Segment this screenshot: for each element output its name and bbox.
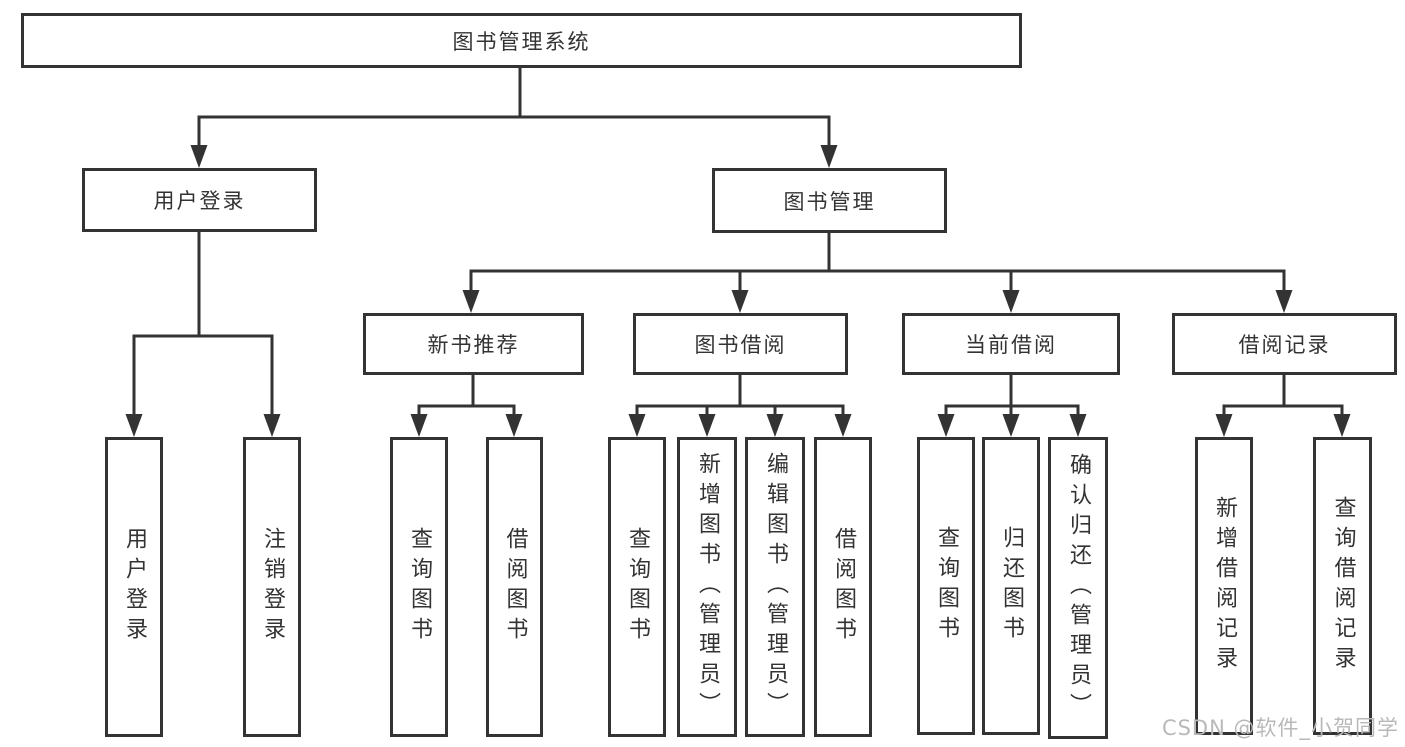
leaf-return-books: 归还图书 [982,437,1040,735]
leaf-borrow-books-recommend: 借阅图书 [486,437,543,737]
node-borrow-records-label: 借阅记录 [1238,333,1331,357]
leaf-query-books-borrow: 查询图书 [608,437,666,737]
leaf-user-login: 用户登录 [105,437,163,737]
leaf-edit-books-admin: 编辑图书（管理员） [745,437,805,737]
leaf-query-borrow-record: 查询借阅记录 [1313,437,1372,735]
node-user-login: 用户登录 [82,168,317,232]
node-book-borrow-label: 图书借阅 [694,333,787,357]
leaf-query-books-recommend: 查询图书 [390,437,448,737]
connector-current-to-leaves [937,375,1087,437]
node-current-borrow: 当前借阅 [902,313,1120,375]
leaf-query-books-current: 查询图书 [917,437,975,735]
node-root-label: 图书管理系统 [452,29,591,54]
node-borrow-records: 借阅记录 [1172,313,1397,375]
connector-records-to-leaves [1215,375,1351,437]
leaf-confirm-return-admin: 确认归还（管理员） [1048,437,1108,739]
connector-borrow-to-leaves [628,375,852,437]
watermark: CSDN @软件_小贺同学 [1161,716,1399,740]
node-new-book-recommend-label: 新书推荐 [427,333,520,357]
leaf-add-borrow-record: 新增借阅记录 [1195,437,1253,735]
node-book-borrow: 图书借阅 [633,313,848,375]
node-user-login-label: 用户登录 [153,189,246,213]
node-root: 图书管理系统 [21,13,1022,68]
node-current-borrow-label: 当前借阅 [965,333,1057,357]
node-new-book-recommend: 新书推荐 [363,313,584,375]
connector-userlogin-to-leaves [125,232,281,437]
leaf-logout: 注销登录 [243,437,301,737]
leaf-add-books-admin: 新增图书（管理员） [677,437,737,737]
connector-root-to-level2 [190,68,838,168]
connector-bookmgmt-to-level3 [462,233,1293,313]
leaf-borrow-books: 借阅图书 [814,437,872,737]
node-book-management: 图书管理 [712,168,947,233]
connector-recommend-to-leaves [410,375,523,437]
node-book-management-label: 图书管理 [783,189,876,214]
